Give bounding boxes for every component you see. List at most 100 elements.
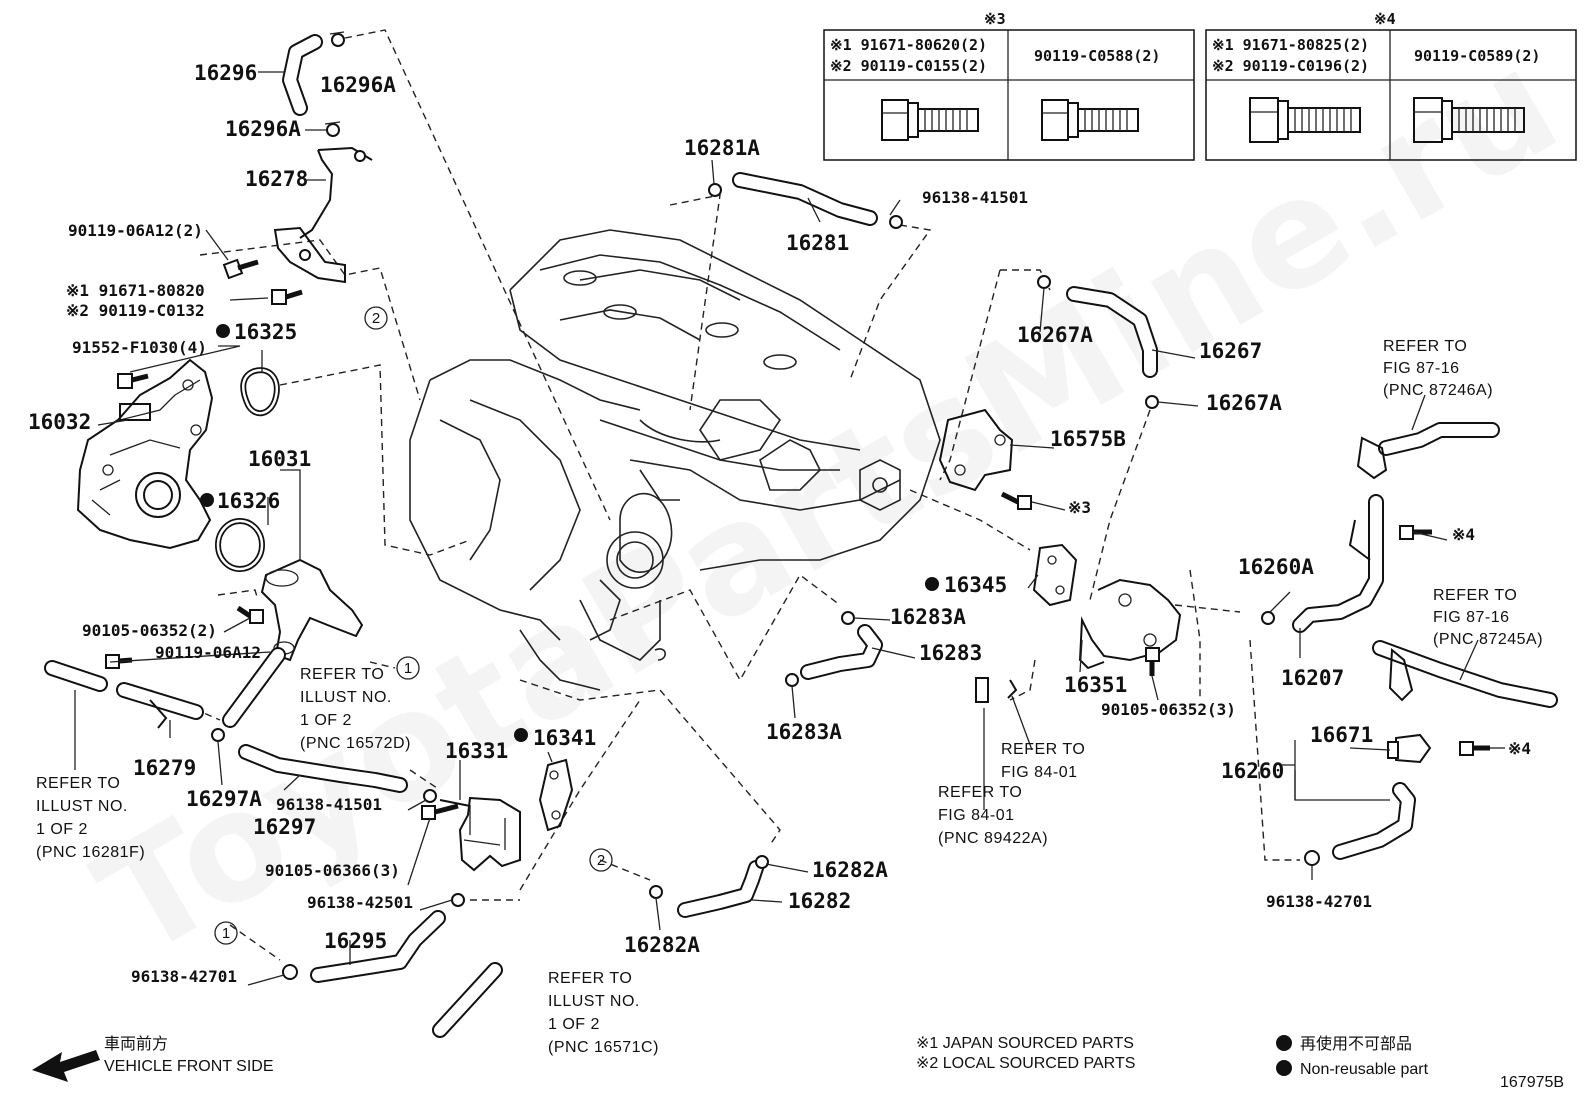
water-inlet-16031 [260,558,364,662]
non-reusable-dot [514,728,528,742]
bolt-icon [222,258,259,280]
part-label: 16575B [1050,427,1126,451]
part-label: 16297A [186,787,262,811]
part-label: 16345 [944,573,1007,597]
part-label: 16295 [324,929,387,953]
part-label: 16283A [890,605,966,629]
legend-note: Non-reusable part [1300,1061,1429,1078]
svg-text:REFER TO: REFER TO [1383,338,1467,355]
sensor-icon [975,677,1018,703]
hose-16297 [238,744,408,793]
part-label: 16032 [28,410,91,434]
clamp-icon [329,31,345,47]
reuse-legend: 再使用不可部品 Non-reusable part [1276,1035,1429,1078]
svg-text:ILLUST NO.: ILLUST NO. [36,798,128,815]
solid-leader-lines [74,71,1505,986]
part-label: 16325 [234,320,297,344]
refer-note-87245A: REFER TO FIG 87-16 (PNC 87245A) [1433,587,1543,648]
hose-16267 [1066,286,1158,378]
gasket-16341 [538,758,574,832]
part-label: 16296 [194,61,257,85]
part-label: 16260 [1221,759,1284,783]
svg-text:REFER TO: REFER TO [548,970,632,987]
table-cell: 90119-C0589(2) [1414,47,1540,65]
hose-stub [44,660,108,692]
front-arrow: 車両前方 VEHICLE FRONT SIDE [32,1035,274,1082]
svg-text:REFER TO: REFER TO [938,784,1022,801]
clamp-icon [423,789,437,803]
hose-16295 [310,910,446,983]
bolt-icon [421,803,459,820]
refer-note-89422A: REFER TO FIG 84-01 (PNC 89422A) [938,784,1048,847]
bolt-icon [1399,525,1432,540]
table-row: ※2 90119-C0196(2) [1212,57,1369,75]
part-label: ※1 91671-80820 [66,281,205,300]
hose-16281 [732,172,878,226]
table-mark: ※3 [984,10,1006,28]
bolt-table-3: ※3 ※1 91671-80620(2) ※2 90119-C0155(2) 9… [823,10,1195,161]
refer-note-16571C: REFER TO ILLUST NO. 1 OF 2 (PNC 16571C) [548,970,659,1056]
part-label: 16282 [788,889,851,913]
table-mark: ※4 [1374,10,1396,28]
svg-text:ILLUST NO.: ILLUST NO. [548,993,640,1010]
hose-16282 [677,860,764,918]
ref-circle-1: 1 [214,921,238,945]
clamp-icon [1145,395,1159,409]
svg-text:REFER TO: REFER TO [1001,741,1085,758]
part-label: 16031 [248,447,311,471]
svg-text:REFER TO: REFER TO [300,666,384,683]
union-16671 [1387,733,1432,764]
gasket-16325 [240,367,280,417]
part-label: 90105-06352(3) [1101,700,1236,719]
part-label: 16278 [245,167,308,191]
pipe-16278 [273,146,373,284]
part-label: ※2 90119-C0132 [66,301,205,320]
svg-text:ILLUST NO.: ILLUST NO. [300,689,392,706]
table-row: ※2 90119-C0155(2) [830,57,987,75]
table-cell: 90119-C0588(2) [1034,47,1160,65]
dashed-leader-lines [149,29,1300,961]
water-outlet-16351 [1078,578,1182,670]
svg-text:1: 1 [222,925,230,942]
svg-text:2: 2 [597,852,605,869]
hose-87246A [1356,422,1500,480]
part-label: 16341 [533,726,596,750]
part-label: 96138-42501 [307,893,413,912]
part-label: 16326 [217,489,280,513]
bolt-icon [236,605,264,624]
svg-text:(PNC 87245A): (PNC 87245A) [1433,631,1543,648]
clamp-icon [785,673,799,687]
svg-text:REFER TO: REFER TO [36,775,120,792]
part-label: 90119-06A12(2) [68,221,203,240]
gasket-16345 [1032,543,1078,607]
non-reusable-dot [200,493,214,507]
bolt-icon [1145,647,1160,676]
bracket-16575B [938,408,1014,492]
svg-text:(PNC 16571C): (PNC 16571C) [548,1039,659,1056]
bolt-icon [1459,741,1490,756]
svg-text:FIG 84-01: FIG 84-01 [938,807,1015,824]
front-label-en: VEHICLE FRONT SIDE [104,1058,274,1075]
source-legend: ※1 JAPAN SOURCED PARTS ※2 LOCAL SOURCED … [916,1035,1135,1072]
part-label: 16207 [1281,666,1344,690]
leader-bracket [1282,740,1296,800]
front-label-jp: 車両前方 [104,1035,168,1053]
ref-circle-1: 1 [396,656,420,680]
pipe-16260A [1292,494,1384,633]
o-ring-16326 [215,518,265,572]
part-label: 16296A [320,73,396,97]
bolt-icon [117,373,149,389]
flange-bolt-icon [1413,97,1525,143]
clamp-icon [1304,850,1320,866]
part-label: 16267A [1206,391,1282,415]
svg-text:REFER TO: REFER TO [1433,587,1517,604]
hose-16283 [800,624,883,680]
clamp-icon [451,893,465,907]
part-label: 16671 [1310,723,1373,747]
part-label: 16283A [766,720,842,744]
part-labels: 16296 16296A 16296A 16278 90119-06A12(2)… [28,61,1531,986]
part-label: 16351 [1064,673,1127,697]
bolt-icon [1000,491,1032,510]
svg-text:(PNC 89422A): (PNC 89422A) [938,830,1048,847]
clamp-icon [282,964,298,980]
